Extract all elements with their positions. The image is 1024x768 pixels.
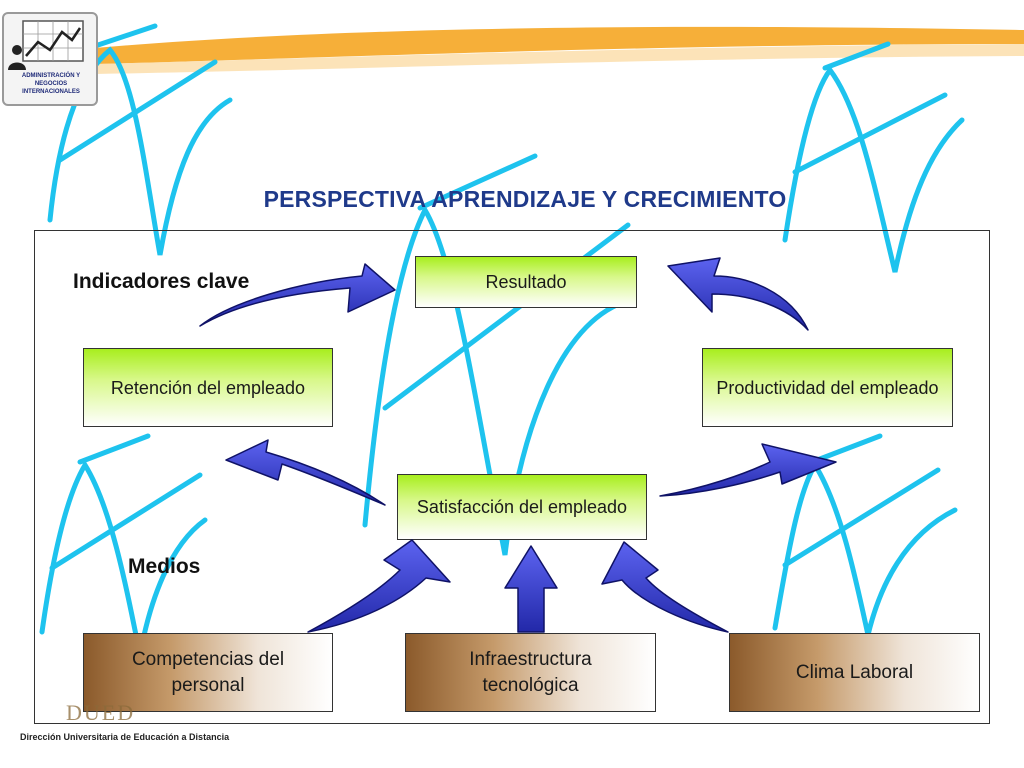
footer-logo: DUED xyxy=(66,700,136,725)
diagram-frame xyxy=(34,230,990,724)
box-resultado-label: Resultado xyxy=(485,272,567,292)
deco-scribble-5 xyxy=(772,460,958,636)
box-productividad-label: Productividad del empleado xyxy=(716,377,939,398)
box-competencias: Competencias del personal xyxy=(83,633,333,712)
deco-scribble-4b xyxy=(49,472,203,571)
deco-scribble-2b xyxy=(792,92,948,175)
box-clima: Clima Laboral xyxy=(729,633,980,712)
box-satisfaccion-label: Satisfacción del empleado xyxy=(416,497,628,517)
orange-band-fade xyxy=(95,44,1024,74)
box-productividad: Productividad del empleado xyxy=(702,348,953,427)
deco-scribble-2 xyxy=(782,65,965,273)
orange-band xyxy=(95,26,1024,64)
page-title: PERSPECTIVA APRENDIZAJE Y CRECIMIENTO xyxy=(263,186,787,212)
box-infraestructura: Infraestructura tecnológica xyxy=(405,633,656,712)
label-medios: Medios xyxy=(128,555,201,578)
box-competencias-label: Competencias del personal xyxy=(131,648,285,696)
box-resultado: Resultado xyxy=(415,256,637,308)
box-infraestructura-label: Infraestructura tecnológica xyxy=(469,648,592,696)
person-icon xyxy=(8,45,26,70)
box-retencion-label: Retención del empleado xyxy=(110,377,306,398)
deco-scribble-1b xyxy=(57,59,218,163)
logo-badge: ADMINISTRACIÓN Y NEGOCIOS INTERNACIONALE… xyxy=(2,12,98,106)
deco-scribble-4c xyxy=(77,433,151,465)
footer-text: Dirección Universitaria de Educación a D… xyxy=(20,732,230,742)
label-indicadores-clave: Indicadores clave xyxy=(73,270,250,293)
deco-scribble-1c xyxy=(92,23,158,49)
deco-scribble-2c xyxy=(822,41,891,71)
deco-scribble-3c xyxy=(417,153,538,211)
deco-scribble-5b xyxy=(782,467,941,568)
logo-graph-icon xyxy=(22,20,84,62)
box-clima-label: Clima Laboral xyxy=(795,661,914,683)
box-retencion: Retención del empleado xyxy=(83,348,333,427)
deco-scribble-3b xyxy=(382,222,631,411)
logo-text: ADMINISTRACIÓN Y NEGOCIOS INTERNACIONALE… xyxy=(6,72,96,96)
logo-line-1: ADMINISTRACIÓN Y xyxy=(21,73,81,79)
box-satisfaccion: Satisfacción del empleado xyxy=(397,474,647,540)
logo-line-2: NEGOCIOS INTERNACIONALES xyxy=(22,81,80,95)
deco-scribble-4 xyxy=(39,460,208,656)
